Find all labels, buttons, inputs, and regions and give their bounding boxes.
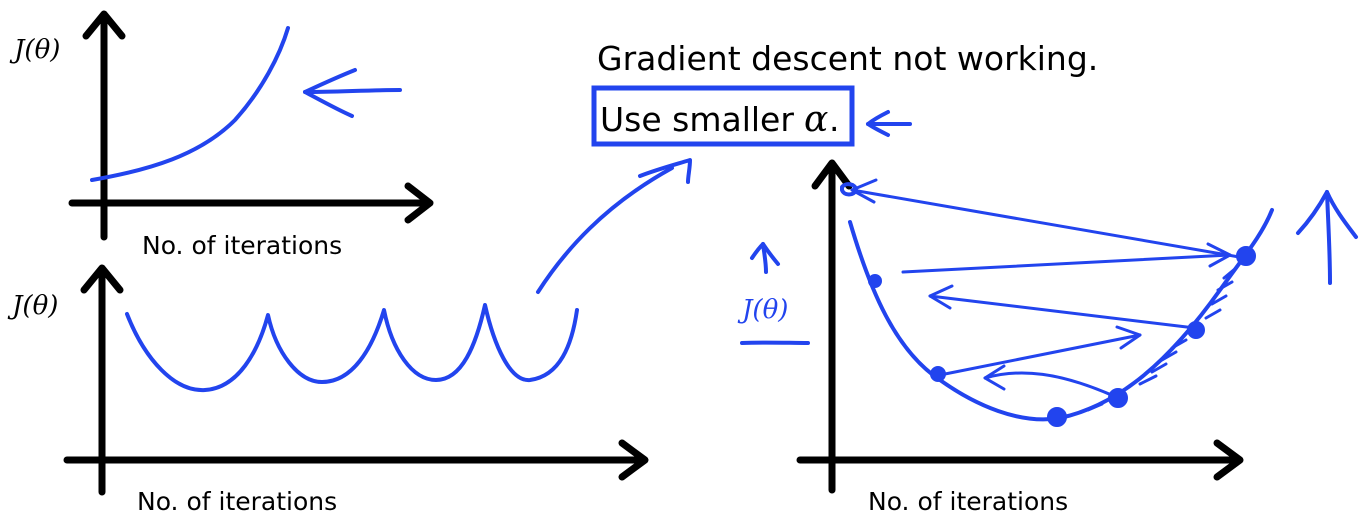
suggestion-period: . (829, 100, 840, 139)
step-5 (983, 371, 1118, 399)
x-axis-label: No. of iterations (137, 487, 337, 516)
x-axis-arrowhead (1213, 439, 1244, 481)
suggestion-box (591, 85, 855, 147)
y-axis-label: J(θ) (7, 291, 58, 321)
headline-text: Gradient descent not working. (597, 39, 1098, 78)
x-axis-arrowhead (618, 439, 649, 481)
plot-top-left: J(θ) No. of iterations (9, 10, 434, 260)
curved-arrow-head (638, 158, 692, 184)
iteration-point (930, 366, 946, 382)
descent-ticks (1074, 266, 1238, 416)
plot-right: J(θ) No. of iterations (737, 159, 1358, 516)
y-axis-label: J(θ) (737, 295, 788, 325)
cost-function-curve (848, 208, 1274, 422)
y-axis-arrowhead (82, 10, 126, 40)
plot-top-left-axes (68, 10, 434, 241)
alpha-symbol: α (804, 99, 828, 140)
step-overshoot-1-head (850, 178, 878, 204)
oscillating-cost-curve (125, 303, 579, 393)
step-2-head (1206, 242, 1232, 268)
y-axis-label: J(θ) (9, 35, 60, 65)
x-axis-label: No. of iterations (142, 231, 342, 260)
x-axis-label: No. of iterations (868, 487, 1068, 516)
suggestion-text: Use smaller (600, 100, 794, 139)
plot-bottom-left: J(θ) No. of iterations (7, 158, 692, 516)
step-3-head (928, 284, 954, 310)
step-4 (938, 333, 1142, 377)
plot-bottom-left-axes (63, 264, 649, 496)
step-3 (928, 294, 1197, 330)
iteration-point (1108, 388, 1128, 408)
up-arrow-right (1296, 190, 1358, 285)
iteration-point (1047, 407, 1067, 427)
x-axis-arrowhead (404, 182, 434, 224)
curved-arrow-to-suggestion (536, 166, 674, 294)
diverging-cost-curve (90, 26, 290, 182)
step-4-head (1115, 325, 1142, 350)
y-axis-arrowhead (811, 159, 853, 190)
iteration-point (868, 274, 882, 288)
message-area: Gradient descent not working. Use smalle… (591, 39, 1098, 147)
overshoot-end-point (840, 182, 858, 197)
plot-right-axes (796, 159, 1244, 494)
iteration-point (1187, 321, 1205, 339)
y-axis-arrowhead (80, 264, 124, 294)
step-overshoot-1 (850, 188, 1247, 260)
pointing-arrow-to-box (866, 110, 912, 137)
up-arrow-left (750, 242, 780, 274)
iteration-point (1236, 246, 1256, 266)
pointing-arrow-left (303, 68, 402, 118)
step-2 (901, 253, 1232, 274)
step-5-head (983, 364, 1006, 391)
